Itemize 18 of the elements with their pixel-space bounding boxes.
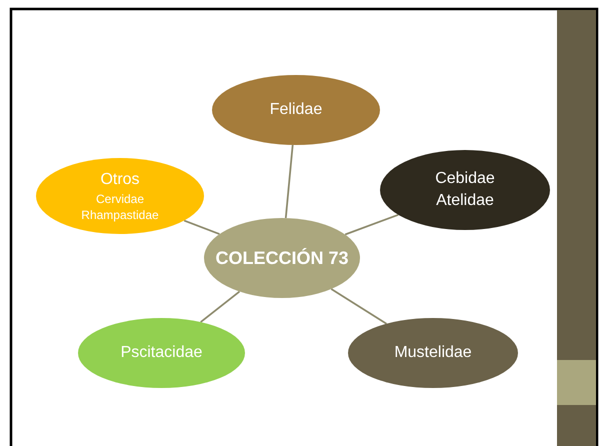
ellipse-node bbox=[204, 218, 360, 298]
node-label: Otros bbox=[100, 170, 140, 190]
connector-line bbox=[184, 220, 220, 235]
node-label: Mustelidae bbox=[394, 343, 472, 364]
node-sublabel: Cervidae Rhampastidae bbox=[80, 190, 160, 223]
connector-line bbox=[200, 290, 240, 323]
ellipse-node bbox=[36, 158, 204, 234]
node-label: Pscitacidae bbox=[120, 343, 202, 364]
connector-line bbox=[344, 214, 399, 236]
ellipse-node bbox=[380, 150, 550, 230]
node-label: COLECCIÓN 73 bbox=[215, 246, 349, 270]
node-label: Felidae bbox=[270, 100, 322, 120]
node-label: Cebidae Atelidae bbox=[434, 169, 496, 211]
ellipse-node bbox=[348, 318, 518, 388]
ellipse-node bbox=[78, 318, 245, 388]
ellipse-node bbox=[212, 75, 380, 145]
connector-line bbox=[284, 144, 294, 218]
connector-line bbox=[330, 288, 387, 324]
